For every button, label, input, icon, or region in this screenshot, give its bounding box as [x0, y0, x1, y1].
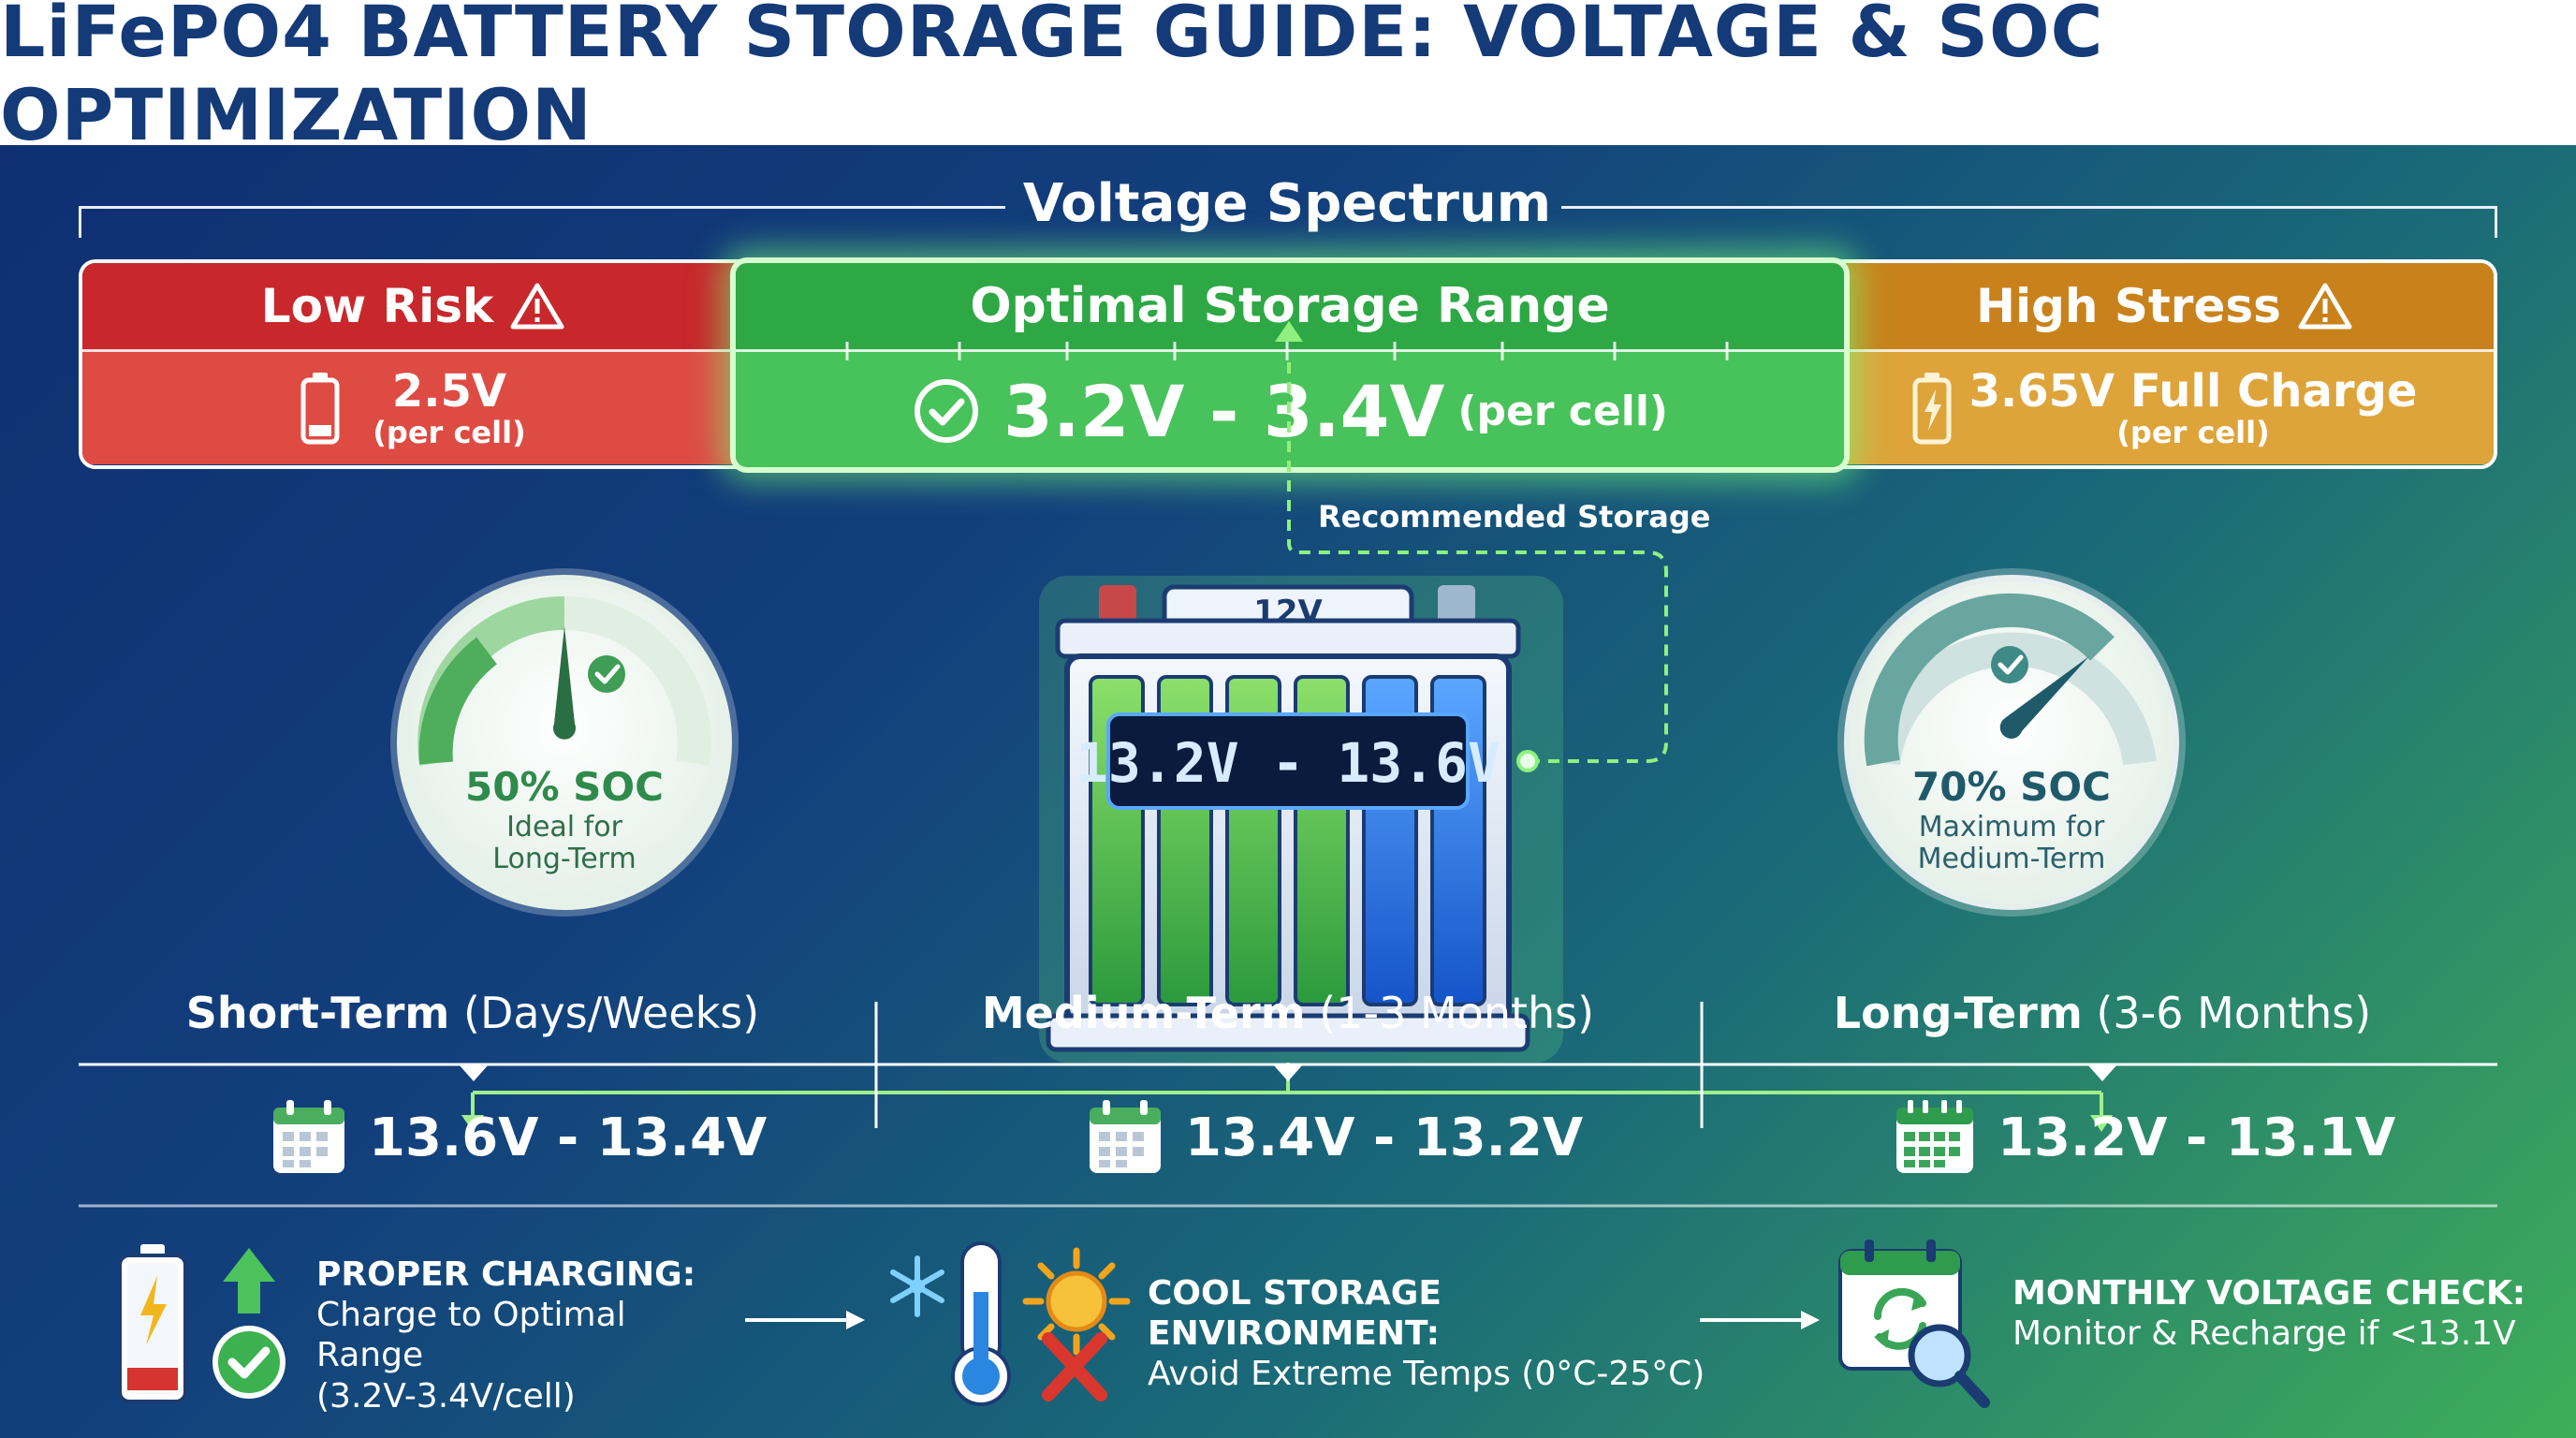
spectrum-bracket-tick-right [2495, 206, 2497, 238]
term-medium-name: Medium-Term [981, 988, 1306, 1038]
band-high-sub: (per cell) [2116, 415, 2270, 450]
term-pointers [459, 1064, 2117, 1081]
calendar-icon [1090, 1100, 1161, 1173]
recommended-storage-label: Recommended Storage [1318, 499, 1711, 535]
sun-icon [1022, 1247, 1131, 1401]
gauge-left-title: 50% SOC [465, 764, 664, 810]
magnifier-icon [1908, 1324, 1990, 1408]
band-high-header: High Stress [1835, 263, 2494, 352]
band-low-body: 2.5V (per cell) [82, 352, 743, 464]
recommended-arrow-head [1275, 321, 1303, 342]
band-high-label: High Stress [1976, 279, 2281, 333]
low-battery-icon [300, 373, 340, 445]
term-long-value: 13.2V - 13.1V [1893, 1095, 2395, 1180]
charging-battery-icon [118, 1244, 187, 1403]
optimal-band-ticks [845, 342, 1729, 360]
term-medium-range: 13.4V - 13.2V [1185, 1107, 1584, 1168]
gauge-left: 50% SOC Ideal for Long-Term [390, 568, 739, 917]
term-short-name: Short-Term [185, 988, 450, 1038]
term-short-value: 13.6V - 13.4V [270, 1095, 767, 1180]
diagram-graphics: 50% SOC Ideal for Long-Term 70% SOC Maxi… [79, 321, 2497, 1208]
spectrum-bracket-right [1561, 206, 2497, 209]
spectrum-bracket-tick-left [79, 206, 81, 238]
recommended-connector [1287, 362, 1668, 763]
band-low-label: Low Risk [260, 279, 494, 333]
connector-dot [1516, 750, 1539, 772]
term-short-range: 13.6V - 13.4V [369, 1107, 768, 1168]
calendar-icon [1896, 1100, 1973, 1173]
tip-check-line1: Monitor & Recharge if <13.1V [2012, 1314, 2516, 1354]
tip-environment: COOL STORAGE ENVIRONMENT: Avoid Extreme … [1148, 1273, 1728, 1395]
tip-check: MONTHLY VOLTAGE CHECK: Monitor & Recharg… [2012, 1273, 2537, 1354]
tip-arrow-2 [1700, 1311, 1820, 1329]
gauge-right-line1: Maximum for [1919, 811, 2105, 844]
gauge-right: 70% SOC Maximum for Medium-Term [1837, 568, 2186, 917]
tip-arrow-1 [745, 1311, 865, 1329]
check-circle-icon [914, 379, 978, 443]
band-optimal-sub: (per cell) [1457, 387, 1669, 435]
band-high-body: 3.65V Full Charge (per cell) [1835, 352, 2494, 464]
band-low-sub: (per cell) [373, 415, 526, 450]
term-short-label: Short-Term (Days/Weeks) [61, 988, 885, 1038]
spectrum-label: Voltage Spectrum [1022, 173, 1552, 234]
snowflake-icon [890, 1255, 944, 1317]
band-low-value: 2.5V [391, 365, 507, 418]
gauge-left-needle [553, 626, 576, 740]
calendar-icon [273, 1100, 344, 1173]
thermometer-icon [951, 1241, 1011, 1406]
tip-charging-line2: (3.2V-3.4V/cell) [316, 1376, 576, 1416]
term-long-label: Long-Term (3-6 Months) [1690, 988, 2514, 1038]
term-long-range: 13.2V - 13.1V [1998, 1107, 2396, 1168]
infographic-stage: Voltage Spectrum Low Risk 2.5V (per cell… [0, 145, 2576, 1438]
tip-environment-line1: Avoid Extreme Temps (0°C-25°C) [1148, 1355, 1705, 1394]
term-arrow-left [461, 1115, 484, 1132]
term-long-name: Long-Term [1833, 988, 2083, 1038]
check-circle-icon [212, 1326, 285, 1399]
term-medium-label: Medium-Term (1-3 Months) [876, 988, 1700, 1038]
term-long-period: (3-6 Months) [2096, 988, 2372, 1038]
tip-charging-title: PROPER CHARGING: [316, 1255, 696, 1294]
spectrum-bracket-left [79, 206, 1005, 209]
band-high-value: 3.65V Full Charge [1969, 365, 2418, 418]
term-short-period: (Days/Weeks) [463, 988, 760, 1038]
term-arrow-right [2090, 1115, 2113, 1132]
band-optimal-value: 3.2V - 3.4V [1003, 369, 1445, 453]
battery-display: 13.2V - 13.6V [1076, 731, 1500, 795]
tip-environment-title: COOL STORAGE ENVIRONMENT: [1148, 1274, 1442, 1354]
gauge-right-needle [1999, 656, 2089, 739]
band-low-risk: Low Risk 2.5V (per cell) [79, 259, 747, 469]
band-high-stress: High Stress 3.65V Full Charge (per cell) [1831, 259, 2497, 469]
charging-battery-icon [1912, 373, 1952, 445]
tip-charging-line1: Charge to Optimal Range [316, 1296, 626, 1375]
band-low-header: Low Risk [82, 263, 743, 352]
tip-environment-icons [890, 1241, 1131, 1406]
warning-icon [2298, 283, 2352, 330]
gauge-left-line1: Ideal for [506, 811, 623, 844]
term-medium-value: 13.4V - 13.2V [1086, 1095, 1583, 1180]
warning-icon [510, 283, 564, 330]
gauge-left-line2: Long-Term [492, 843, 636, 875]
battery-illustration: 12V 13.2V - 13.6V [1039, 576, 1563, 1063]
gauge-right-title: 70% SOC [1912, 764, 2111, 810]
tip-check-icons [1838, 1240, 1990, 1408]
page-title: LiFePO4 BATTERY STORAGE GUIDE: VOLTAGE &… [0, 0, 2104, 156]
tip-charging: PROPER CHARGING: Charge to Optimal Range… [316, 1255, 728, 1416]
tip-check-title: MONTHLY VOLTAGE CHECK: [2012, 1274, 2526, 1313]
arrow-up-icon [223, 1248, 275, 1313]
title-bar: LiFePO4 BATTERY STORAGE GUIDE: VOLTAGE &… [0, 0, 2576, 156]
tip-charging-icons [118, 1244, 285, 1403]
gauge-right-line2: Medium-Term [1918, 843, 2106, 875]
term-medium-period: (1-3 Months) [1319, 988, 1595, 1038]
